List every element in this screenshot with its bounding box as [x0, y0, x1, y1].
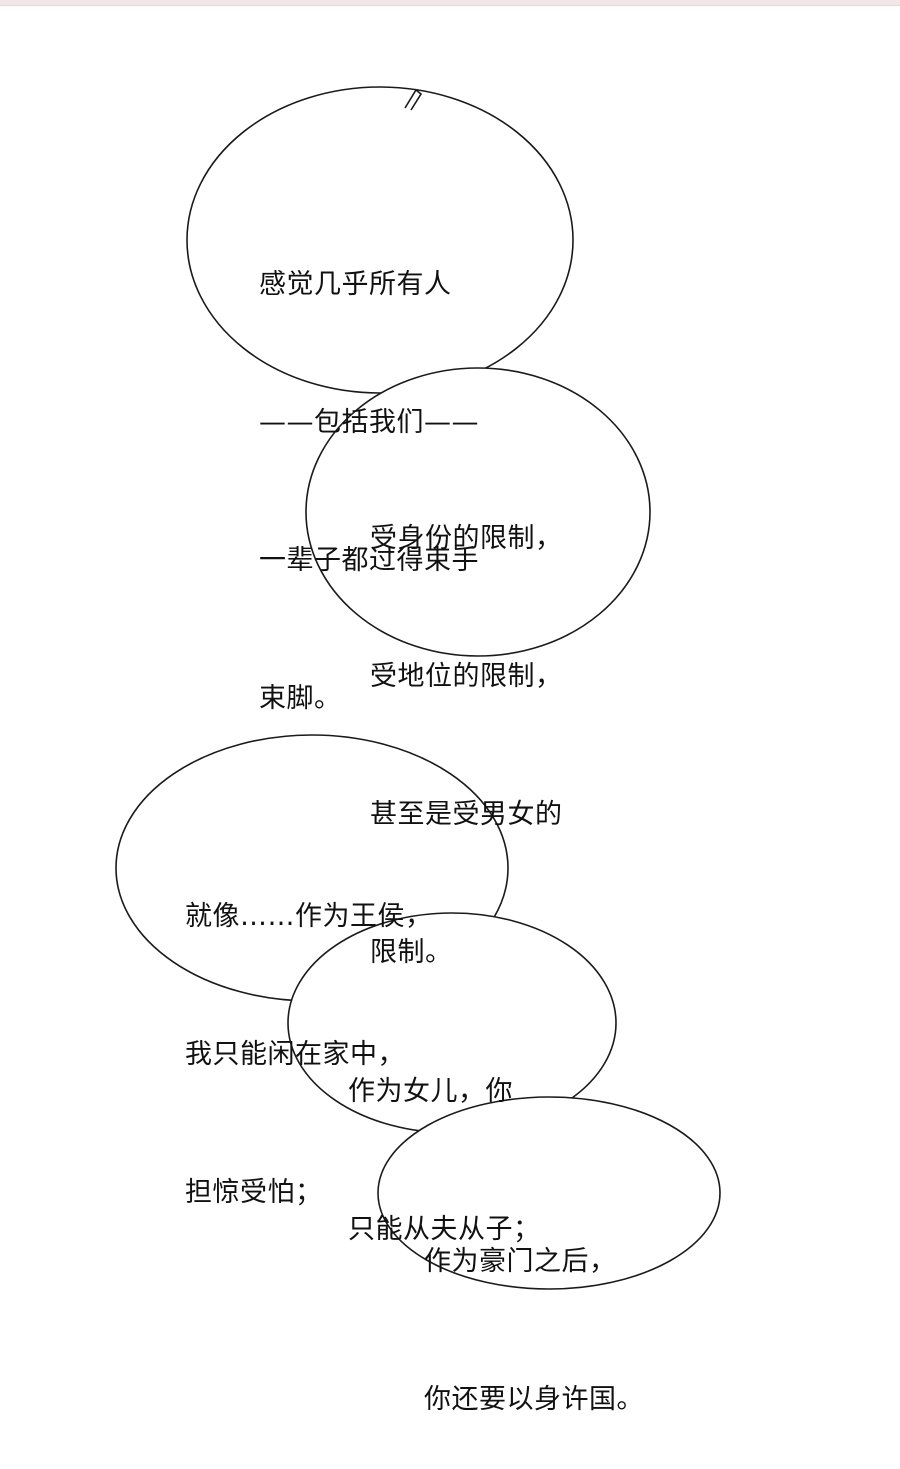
speech-bubble-3-text: 就像……作为王侯， 我只能闲在家中， 担惊受怕；: [185, 802, 433, 1262]
bubble-2-line-4: 限制。: [370, 937, 453, 968]
speech-bubble-5: [377, 1096, 721, 1290]
bubble-2-line-2: 受地位的限制，: [370, 661, 563, 692]
bubble-5-line-2: 你还要以身许国。: [424, 1384, 644, 1415]
bubble-2-line-1: 受身份的限制，: [370, 523, 563, 554]
bubble-1-line-1: 感觉几乎所有人: [259, 269, 452, 300]
speech-bubble-1-tail: [404, 88, 423, 111]
bubble-1-line-4: 束脚。: [259, 683, 342, 714]
bubble-1-line-3: 一辈子都过得束手: [259, 545, 479, 576]
bubble-3-line-1: 就像……作为王侯，: [185, 901, 433, 932]
bubble-3-line-2: 我只能闲在家中，: [185, 1039, 405, 1070]
speech-bubble-4-text: 作为女儿，你 只能从夫从子；: [348, 977, 541, 1299]
bubble-4-line-2: 只能从夫从子；: [348, 1214, 541, 1245]
speech-bubble-1-text: 感觉几乎所有人 ——包括我们—— 一辈子都过得束手 束脚。: [259, 170, 479, 768]
speech-bubbles-layer: [115, 86, 721, 1290]
speech-bubble-2: [305, 367, 651, 657]
speech-bubble-2-text: 受身份的限制， 受地位的限制， 甚至是受男女的 限制。: [370, 424, 563, 1022]
bubble-4-line-1: 作为女儿，你: [348, 1076, 513, 1107]
bubble-5-line-1: 作为豪门之后，: [424, 1246, 617, 1277]
bubble-1-line-2: ——包括我们——: [259, 407, 479, 438]
top-edge-strip: [0, 0, 900, 6]
speech-bubble-5-text: 作为豪门之后， 你还要以身许国。: [424, 1147, 644, 1469]
bubble-2-line-3: 甚至是受男女的: [370, 799, 563, 830]
bubble-3-line-3: 担惊受怕；: [185, 1177, 323, 1208]
